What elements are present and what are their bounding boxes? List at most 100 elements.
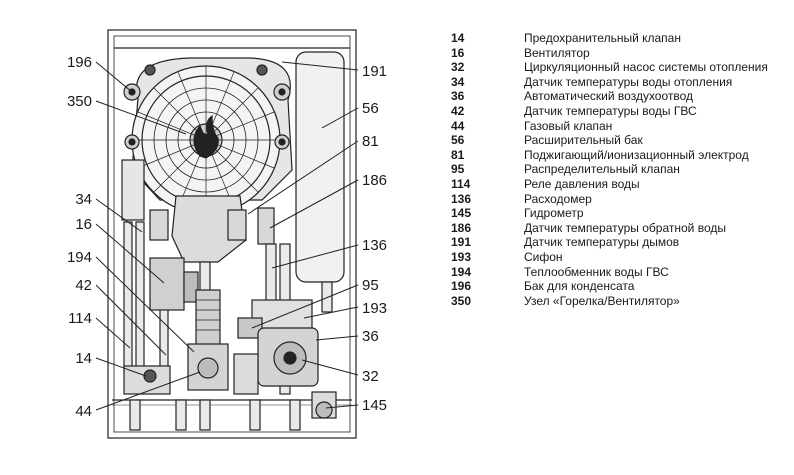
leader-81 bbox=[247, 140, 359, 215]
legend-text: Узел «Горелка/Вентилятор» bbox=[524, 293, 680, 308]
legend-text: Расширительный бак bbox=[524, 133, 643, 148]
legend-row: 191 Датчик температуры дымов bbox=[451, 235, 781, 250]
legend-text: Датчик температуры воды отопления bbox=[524, 74, 733, 89]
legend-text: Сифон bbox=[524, 249, 563, 264]
legend-text: Расходомер bbox=[524, 191, 592, 206]
legend-text: Автоматический воздухоотвод bbox=[524, 89, 694, 104]
legend-number: 145 bbox=[451, 206, 472, 221]
legend-text: Вентилятор bbox=[524, 45, 590, 60]
leader-32 bbox=[301, 359, 359, 376]
legend-number: 194 bbox=[451, 264, 472, 279]
legend-row: 44 Газовый клапан bbox=[451, 119, 781, 134]
legend-row: 36 Автоматический воздухоотвод bbox=[451, 89, 781, 104]
leader-42 bbox=[95, 284, 167, 356]
legend-row: 34 Датчик температуры воды отопления bbox=[451, 75, 781, 90]
callout-186: 186 bbox=[362, 172, 387, 189]
legend-row: 350 Узел «Горелка/Вентилятор» bbox=[451, 294, 781, 309]
legend-number: 95 bbox=[451, 162, 465, 177]
expansion-tank bbox=[295, 51, 345, 283]
leader-186 bbox=[269, 179, 359, 229]
dhw-heat-exchanger bbox=[195, 289, 221, 347]
leader-193 bbox=[303, 306, 359, 319]
legend-number: 193 bbox=[451, 249, 472, 264]
legend-number: 350 bbox=[451, 293, 472, 308]
legend-number: 44 bbox=[451, 118, 465, 133]
leader-114 bbox=[95, 317, 131, 349]
legend-number: 191 bbox=[451, 235, 472, 250]
legend-row: 145 Гидрометр bbox=[451, 206, 781, 221]
legend-number: 42 bbox=[451, 103, 465, 118]
leader-44 bbox=[95, 371, 201, 411]
callout-81: 81 bbox=[362, 133, 379, 150]
leader-194 bbox=[95, 256, 195, 353]
leader-145 bbox=[325, 404, 359, 409]
legend-row: 194 Теплообменник воды ГВС bbox=[451, 265, 781, 280]
legend-number: 32 bbox=[451, 60, 465, 75]
legend-row: 196 Бак для конденсата bbox=[451, 279, 781, 294]
legend-text: Циркуляционный насос системы отопления bbox=[524, 60, 768, 75]
callout-350: 350 bbox=[67, 93, 92, 110]
legend-text: Датчик температуры обратной воды bbox=[524, 220, 726, 235]
leader-34 bbox=[95, 198, 143, 233]
legend-text: Гидрометр bbox=[524, 206, 584, 221]
leader-136 bbox=[271, 244, 359, 269]
leader-14 bbox=[95, 357, 147, 377]
legend-number: 136 bbox=[451, 191, 472, 206]
legend-row: 136 Расходомер bbox=[451, 192, 781, 207]
callout-34: 34 bbox=[75, 191, 92, 208]
legend-number: 14 bbox=[451, 31, 465, 45]
callout-56: 56 bbox=[362, 100, 379, 117]
callout-36: 36 bbox=[362, 328, 379, 345]
legend-number: 16 bbox=[451, 45, 465, 60]
callout-136: 136 bbox=[362, 237, 387, 254]
legend-row: 193 Сифон bbox=[451, 250, 781, 265]
leader-196 bbox=[95, 61, 133, 93]
legend-row: 114 Реле давления воды bbox=[451, 177, 781, 192]
callout-196: 196 bbox=[67, 54, 92, 71]
legend-row: 56 Расширительный бак bbox=[451, 133, 781, 148]
leader-56 bbox=[321, 107, 359, 129]
condensate-tank bbox=[121, 159, 145, 221]
boiler-inner-frame bbox=[113, 35, 351, 433]
legend-text: Датчик температуры дымов bbox=[524, 235, 680, 250]
legend-text: Распределительный клапан bbox=[524, 162, 680, 177]
legend-row: 16 Вентилятор bbox=[451, 46, 781, 61]
leader-36 bbox=[315, 335, 359, 341]
legend-number: 34 bbox=[451, 74, 465, 89]
legend-text: Датчик температуры воды ГВС bbox=[524, 103, 697, 118]
legend-number: 81 bbox=[451, 147, 465, 162]
callout-14: 14 bbox=[75, 350, 92, 367]
legend-text: Бак для конденсата bbox=[524, 279, 635, 294]
legend-row: 81 Поджигающий/ионизационный электрод bbox=[451, 148, 781, 163]
fan-unit bbox=[149, 257, 185, 311]
callout-191: 191 bbox=[362, 63, 387, 80]
callout-32: 32 bbox=[362, 368, 379, 385]
callout-44: 44 bbox=[75, 403, 92, 420]
callout-114: 114 bbox=[68, 310, 92, 327]
callout-16: 16 bbox=[75, 216, 92, 233]
legend-text: Газовый клапан bbox=[524, 118, 613, 133]
legend-text: Реле давления воды bbox=[524, 176, 640, 191]
leader-16 bbox=[95, 223, 165, 284]
leader-191 bbox=[281, 61, 359, 71]
callout-145: 145 bbox=[362, 397, 387, 414]
legend-number: 36 bbox=[451, 89, 465, 104]
legend-number: 196 bbox=[451, 279, 472, 294]
legend-number: 56 bbox=[451, 133, 465, 148]
legend-text: Предохранительный клапан bbox=[524, 31, 681, 45]
legend-text: Теплообменник воды ГВС bbox=[524, 264, 669, 279]
legend-number: 186 bbox=[451, 220, 472, 235]
legend-number: 114 bbox=[451, 176, 471, 191]
callout-193: 193 bbox=[362, 300, 387, 317]
legend-row: 42 Датчик температуры воды ГВС bbox=[451, 104, 781, 119]
legend-row: 14 Предохранительный клапан bbox=[451, 31, 781, 46]
leader-350 bbox=[95, 100, 187, 135]
burner-fan-assembly bbox=[123, 57, 293, 215]
legend-text: Поджигающий/ионизационный электрод bbox=[524, 147, 749, 162]
callout-42: 42 bbox=[75, 277, 92, 294]
leader-95 bbox=[251, 284, 359, 329]
callout-95: 95 bbox=[362, 277, 379, 294]
legend-row: 95 Распределительный клапан bbox=[451, 162, 781, 177]
